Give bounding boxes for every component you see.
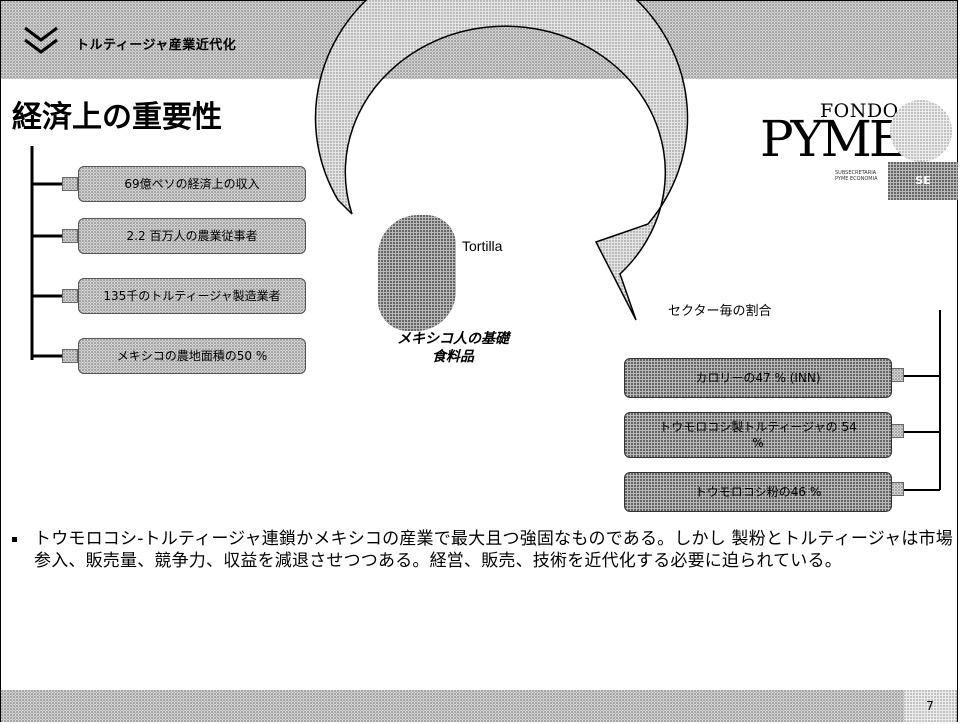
left-item-farmland: メキシコの農地面積の50 % xyxy=(78,338,306,374)
tortilla-image xyxy=(378,215,456,331)
mexico-seal-icon xyxy=(890,100,952,162)
double-chevron-icon xyxy=(24,26,58,54)
page-title: 経済上の重要性 xyxy=(12,100,222,135)
page-number: 7 xyxy=(904,690,956,722)
staple-caption-line1: メキシコ人の基礎 xyxy=(397,331,509,347)
logo-subtitle-line1: SUBSECRETARIA xyxy=(835,170,877,176)
staple-caption-line2: 食料品 xyxy=(432,349,474,365)
tortilla-label: Tortilla xyxy=(462,238,503,254)
bullet-marker xyxy=(12,537,17,542)
sector-share-label: セクター毎の割合 xyxy=(668,304,772,319)
left-item-revenue: 69億ペソの経済上の収入 xyxy=(78,166,306,202)
right-box-tab xyxy=(888,368,904,382)
logo-subtitle-line2: PYME ECONOMIA xyxy=(835,176,878,182)
left-box-tab xyxy=(62,349,78,363)
right-box-tab xyxy=(888,424,904,438)
right-item-corn-tortilla: トウモロコシ製トルティージャの 54 % xyxy=(624,412,892,458)
right-item-corn-flour: トウモロコシ粉の46 % xyxy=(624,472,892,512)
staple-food-caption: メキシコ人の基礎 食料品 xyxy=(378,330,528,366)
left-item-producers: 135千のトルティージャ製造業者 xyxy=(78,278,306,314)
body-paragraph: トウモロコシ-トルティージャ連鎖かメキシコの産業で最大且つ強固なものである。しか… xyxy=(34,529,953,571)
right-item-corn-flour-text: トウモロコシ粉の46 % xyxy=(694,485,822,499)
left-item-farmers: 2.2 百万人の農業従事者 xyxy=(78,218,306,254)
left-box-tab xyxy=(62,289,78,303)
footer-band xyxy=(1,690,957,722)
logo-fondo-text: FONDO xyxy=(820,100,899,122)
right-item-calories: カロリーの47 % (INN) xyxy=(624,358,892,398)
header-title: トルティージャ産業近代化 xyxy=(76,38,237,53)
fondo-pyme-logo: FONDO PYME SUBSECRETARIA PYME ECONOMIA S… xyxy=(760,100,958,212)
cycle-arrow xyxy=(314,0,689,321)
logo-pyme-text: PYME xyxy=(760,110,905,168)
right-item-calories-text: カロリーの47 % (INN) xyxy=(695,371,821,385)
right-item-corn-tortilla-text: トウモロコシ製トルティージャの 54 % xyxy=(659,420,857,450)
left-box-tab xyxy=(62,177,78,191)
left-box-tab xyxy=(62,229,78,243)
logo-subtitle: SUBSECRETARIA PYME ECONOMIA xyxy=(835,170,878,182)
se-badge: SE xyxy=(888,162,958,200)
